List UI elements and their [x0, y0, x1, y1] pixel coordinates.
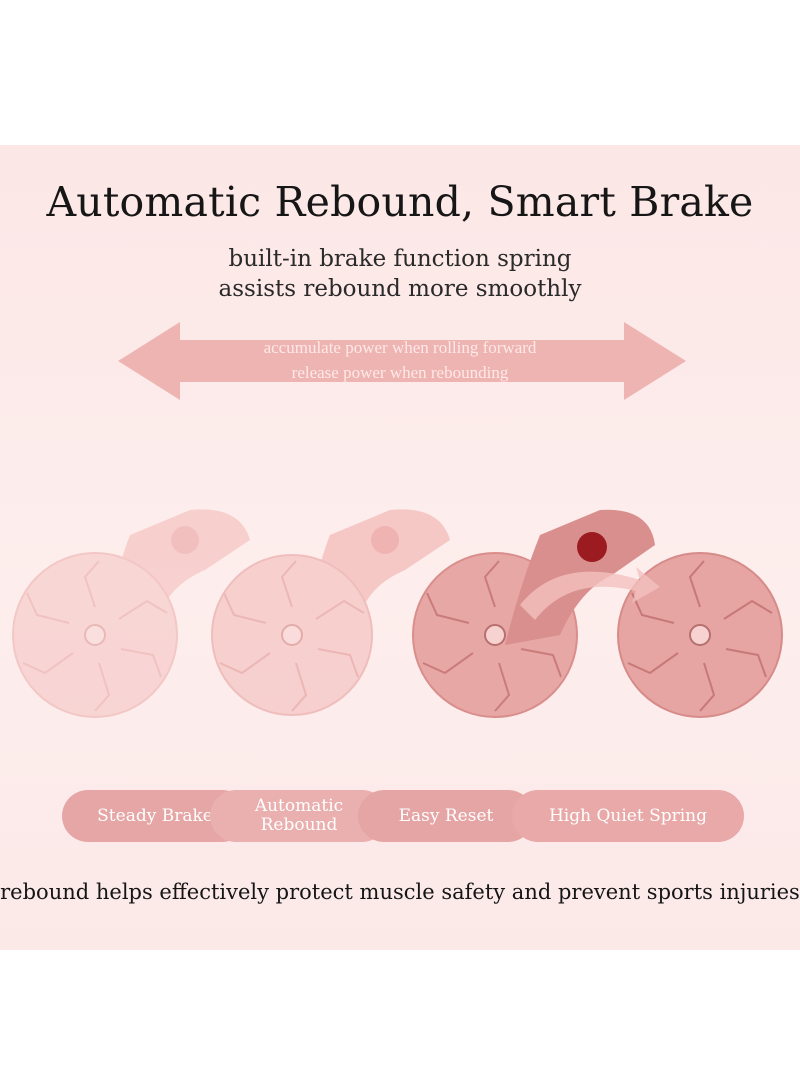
roller-faded-2: [211, 509, 450, 716]
feature-pill-high-quiet-spring: High Quiet Spring: [512, 790, 744, 842]
arrow-text-line-2: release power when rebounding: [291, 363, 509, 382]
subtitle-line-2: assists rebound more smoothly: [218, 276, 582, 302]
roller-faded-1: [12, 509, 250, 718]
feature-pill-automatic-rebound: Automatic Rebound: [210, 790, 388, 842]
roller-main: [412, 509, 783, 718]
arrow-text-line-1: accumulate power when rolling forward: [263, 338, 537, 357]
double-arrow-icon: [118, 322, 686, 400]
subtitle-line-1: built-in brake function spring: [228, 246, 572, 272]
footer-text: rebound helps effectively protect muscle…: [0, 880, 800, 904]
feature-pill-easy-reset: Easy Reset: [358, 790, 534, 842]
page-title: Automatic Rebound, Smart Brake: [46, 178, 754, 226]
ab-roller-illustration: [12, 509, 783, 718]
